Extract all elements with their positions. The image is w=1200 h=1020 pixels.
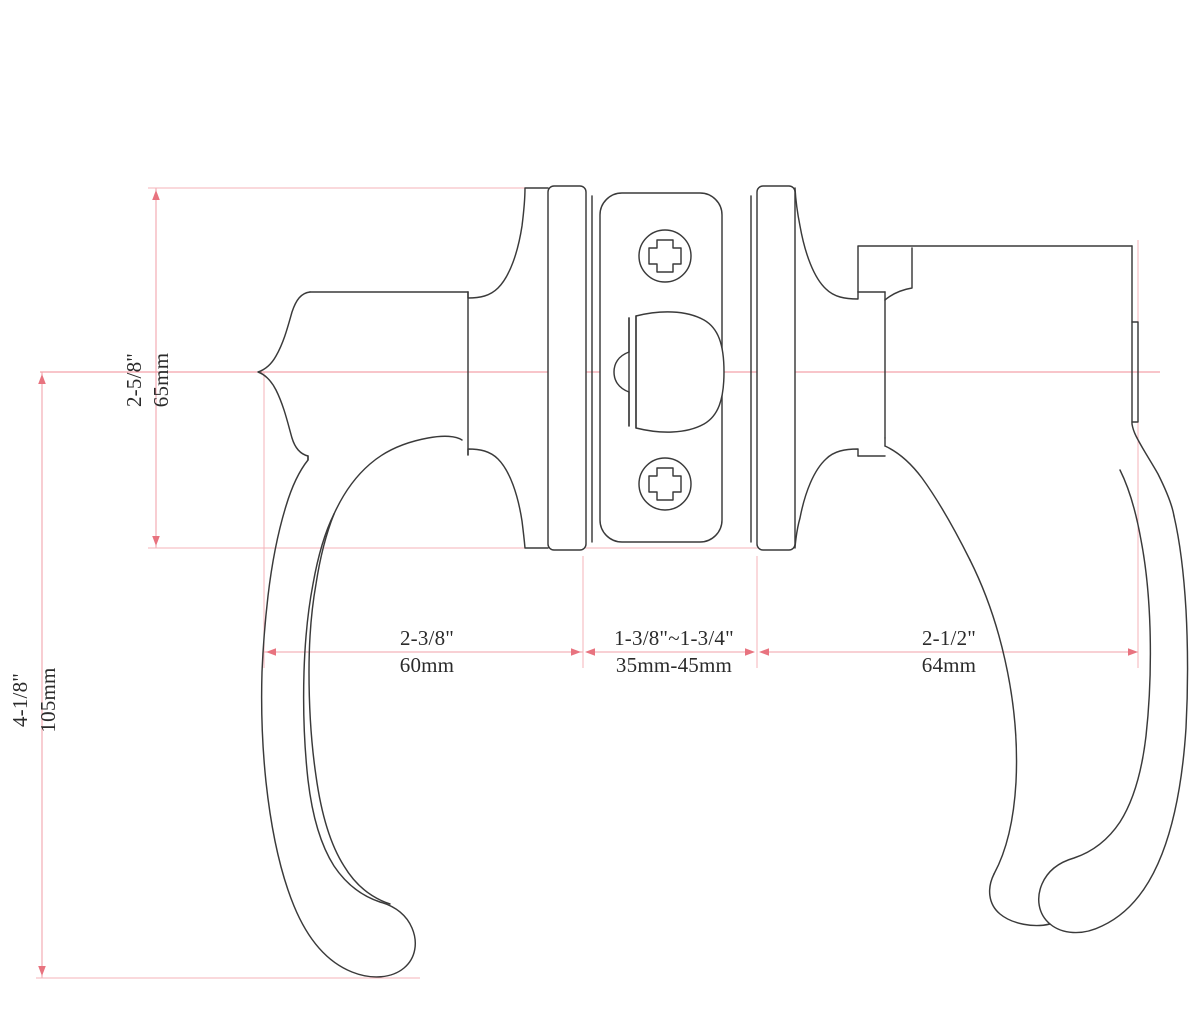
- latch-bolt-bump: [613, 351, 630, 393]
- left-rose-profile-lower: [467, 448, 549, 549]
- overall-height-arrow-bottom: [38, 966, 46, 976]
- door-thickness-arrow-left: [585, 648, 595, 656]
- rose-height-imperial-label: 2-5/8": [122, 353, 146, 407]
- right-rose-profile-upper: [794, 187, 859, 300]
- right-lever-arm-inner-curve: [970, 560, 1051, 925]
- screw-bottom-cross: [648, 467, 682, 501]
- overall-height-metric-label: 105mm: [36, 667, 60, 732]
- door-thickness-imperial-label: 1-3/8"~1-3/4": [614, 626, 734, 650]
- right-lever-arm-outer: [1038, 469, 1189, 934]
- lever-projection-arrow-right: [1128, 648, 1138, 656]
- left-lever-inner-profile: [333, 435, 463, 515]
- latch-bolt: [635, 311, 725, 433]
- door-thickness-arrow-right: [745, 648, 755, 656]
- rose-height-metric-label: 65mm: [149, 353, 173, 407]
- dimension-text-layer: 2-3/8" 60mm 1-3/8"~1-3/4" 35mm-45mm 2-1/…: [8, 353, 976, 733]
- lever-projection-arrow-left: [759, 648, 769, 656]
- right-rose-profile-lower: [794, 448, 859, 549]
- right-rose-plate: [756, 185, 796, 551]
- left-rose-plate: [547, 185, 587, 551]
- right-lever-arm-inner: [970, 560, 1050, 924]
- right-lever-lower-fillet: [884, 445, 971, 561]
- right-lever-connect-arc: [970, 560, 1050, 924]
- right-lever-right-edge: [1131, 245, 1175, 517]
- phillips-screw-bottom: [638, 457, 692, 511]
- right-lever-inner-silhouette: [969, 559, 1018, 875]
- overall-height-arrow-top: [38, 374, 46, 384]
- backset-imperial-label: 2-3/8": [400, 626, 454, 650]
- left-rose-profile-upper: [467, 187, 549, 299]
- left-lever-handle: [310, 292, 468, 455]
- lockset-geometry: [257, 185, 1189, 978]
- right-lever-slot: [1131, 321, 1139, 423]
- phillips-screw-top: [638, 229, 692, 283]
- right-lever-hub-top: [857, 245, 1133, 293]
- lever-projection-metric-label: 64mm: [922, 653, 976, 677]
- left-lever-outer-profile: [257, 291, 416, 978]
- screw-top-cross: [648, 239, 682, 273]
- right-lever-inner-edge: [970, 560, 1071, 931]
- lever-projection-imperial-label: 2-1/2": [922, 626, 976, 650]
- screw-top-circle: [638, 229, 692, 283]
- screw-bottom-circle: [638, 457, 692, 511]
- left-rose-stem-top: [462, 292, 468, 310]
- backset-metric-label: 60mm: [400, 653, 454, 677]
- right-lever-tip-inner: [988, 873, 1051, 927]
- right-lever-upper-fillet: [884, 247, 913, 301]
- overall-height-imperial-label: 4-1/8": [8, 673, 32, 727]
- rose-height-arrow-bottom: [152, 536, 160, 546]
- backset-arrow-right: [571, 648, 581, 656]
- backset-arrow-left: [266, 648, 276, 656]
- left-lever-arm-inner: [308, 513, 391, 905]
- dimension-layer: [36, 187, 1160, 979]
- rose-height-arrow-top: [152, 190, 160, 200]
- door-thickness-metric-label: 35mm-45mm: [616, 653, 732, 677]
